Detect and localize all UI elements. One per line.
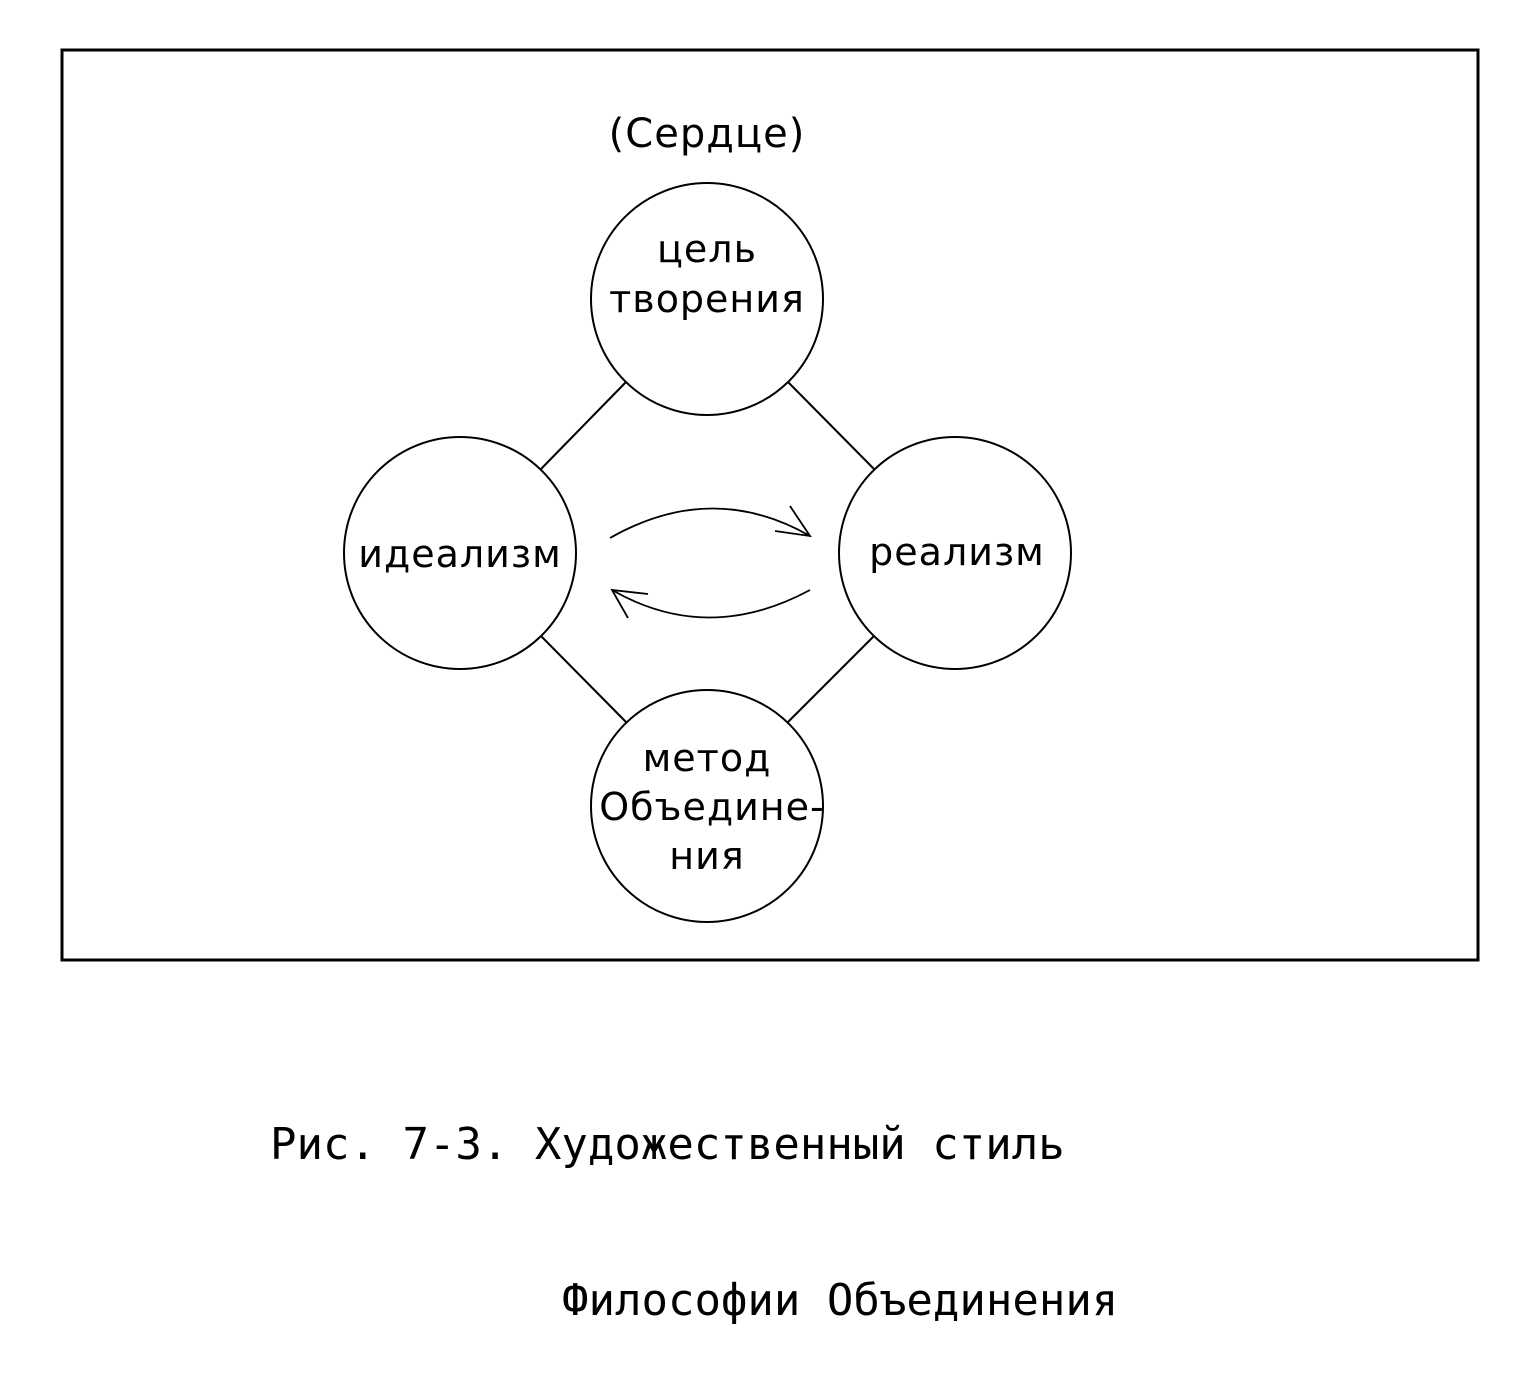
caption-row-2: Философии Объединения <box>270 1275 1118 1327</box>
edge-top-left <box>540 381 627 470</box>
arrow-idealism-to-realism <box>609 507 811 539</box>
node-bottom-line-1: метод <box>643 736 772 780</box>
node-top-line-2: творения <box>609 277 805 321</box>
arrow-idealism-to-realism-head <box>774 505 812 538</box>
node-left-label: идеализм <box>358 532 562 576</box>
edge-top-right <box>787 381 876 471</box>
arrow-realism-to-idealism <box>611 589 811 619</box>
caption-row-1: Рис. 7-3. Художественный стиль <box>270 1119 1118 1171</box>
diagram-frame <box>60 48 1480 962</box>
node-bottom-circle <box>590 689 824 923</box>
node-bottom-line-2: Объедине- <box>599 785 824 829</box>
arrow-realism-to-idealism-head <box>610 588 649 619</box>
node-right-label: реализм <box>869 530 1045 574</box>
node-left-circle <box>343 436 577 670</box>
node-top-line-1: цель <box>657 227 757 271</box>
diagram: (Сердце) цель творения идеализм реализм … <box>60 48 1480 962</box>
caption-line-2: Философии Объединения <box>562 1275 1119 1326</box>
caption-line-1: Художественный стиль <box>534 1119 1065 1170</box>
node-right-circle <box>838 436 1072 670</box>
caption-prefix: Рис. 7-3. <box>270 1119 509 1170</box>
edge-left-bottom <box>540 635 627 723</box>
node-bottom-line-3: ния <box>669 834 744 878</box>
heart-label: (Сердце) <box>609 111 806 157</box>
node-top-circle <box>590 182 824 416</box>
edge-right-bottom <box>787 635 875 723</box>
figure-caption: Рис. 7-3. Художественный стиль Философии… <box>270 1015 1118 1379</box>
